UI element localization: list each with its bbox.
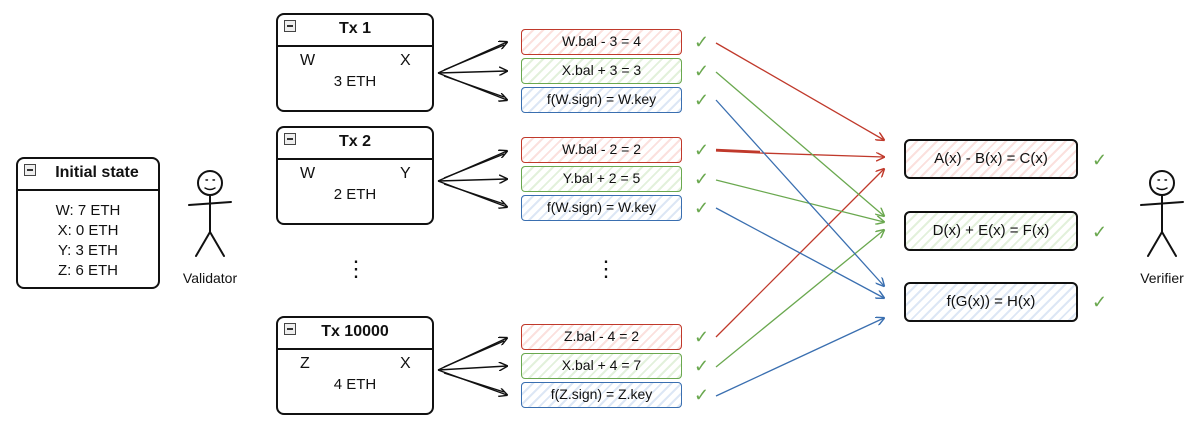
ellipsis-statements: ⋮: [595, 256, 617, 281]
initial-state-header: Initial state: [18, 159, 158, 191]
transaction-title: Tx 2: [338, 133, 371, 150]
initial-state-box: Initial state W: 7 ETH X: 0 ETH Y: 3 ETH…: [16, 157, 160, 289]
balance-row: X: 0 ETH: [57, 222, 119, 239]
check-icon: ✓: [694, 385, 710, 405]
red-aggregation-arrows: [715, 42, 884, 338]
amount-label: 2 ETH: [333, 186, 377, 203]
statement-debit: W.bal - 3 = 4: [521, 29, 682, 55]
tx2-fanout-arrows: [437, 151, 507, 207]
statement-debit: Z.bal - 4 = 2: [521, 324, 682, 350]
check-icon: ✓: [694, 90, 710, 110]
polynomial-constraint-green: D(x) + E(x) = F(x): [904, 211, 1078, 251]
check-icon: ✓: [694, 169, 710, 189]
statement-credit: X.bal + 3 = 3: [521, 58, 682, 84]
balance-row: Y: 3 ETH: [57, 242, 119, 259]
check-icon: ✓: [694, 198, 710, 218]
blue-aggregation-arrows: [715, 99, 884, 397]
statement-debit: W.bal - 2 = 2: [521, 137, 682, 163]
statement-signature: f(W.sign) = W.key: [521, 87, 682, 113]
transaction-header: Tx 1: [278, 15, 432, 47]
polynomial-constraint-red: A(x) - B(x) = C(x): [904, 139, 1078, 179]
recipient-label: X: [400, 355, 411, 372]
transaction-box-tx1: Tx 1 W X 3 ETH: [276, 13, 434, 112]
statement-signature: f(Z.sign) = Z.key: [521, 382, 682, 408]
balance-row: Z: 6 ETH: [57, 262, 118, 279]
check-icon: ✓: [1092, 150, 1108, 170]
initial-state-title: Initial state: [55, 164, 139, 181]
check-icon: ✓: [694, 32, 710, 52]
statement-credit: X.bal + 4 = 7: [521, 353, 682, 379]
transaction-header: Tx 10000: [278, 318, 432, 350]
validator-label: Validator: [182, 270, 238, 286]
statement-signature: f(W.sign) = W.key: [521, 195, 682, 221]
amount-label: 4 ETH: [333, 376, 377, 393]
collapse-icon[interactable]: [284, 20, 296, 32]
collapse-icon[interactable]: [284, 323, 296, 335]
check-icon: ✓: [694, 61, 710, 81]
sender-label: W: [300, 52, 316, 69]
tx3-fanout-arrows: [437, 338, 507, 395]
polynomial-constraint-blue: f(G(x)) = H(x): [904, 282, 1078, 322]
sender-label: W: [300, 165, 316, 182]
verifier-label: Verifier: [1140, 270, 1184, 286]
balance-row: W: 7 ETH: [55, 202, 121, 219]
verifier-figure-icon: [1140, 170, 1184, 257]
validator-figure-icon: [188, 170, 232, 257]
ellipsis-transactions: ⋮: [345, 256, 367, 281]
recipient-label: X: [400, 52, 411, 69]
check-icon: ✓: [1092, 292, 1108, 312]
tx1-fanout-arrows: [437, 42, 507, 100]
green-aggregation-arrows: [715, 71, 884, 368]
statement-credit: Y.bal + 2 = 5: [521, 166, 682, 192]
check-icon: ✓: [694, 327, 710, 347]
check-icon: ✓: [694, 356, 710, 376]
collapse-icon[interactable]: [24, 164, 36, 176]
check-icon: ✓: [694, 140, 710, 160]
transaction-box-tx2: Tx 2 W Y 2 ETH: [276, 126, 434, 225]
amount-label: 3 ETH: [333, 73, 377, 90]
transaction-title: Tx 10000: [321, 323, 389, 340]
transaction-box-tx10000: Tx 10000 Z X 4 ETH: [276, 316, 434, 415]
check-icon: ✓: [1092, 222, 1108, 242]
sender-label: Z: [300, 355, 310, 372]
collapse-icon[interactable]: [284, 133, 296, 145]
transaction-header: Tx 2: [278, 128, 432, 160]
recipient-label: Y: [400, 165, 411, 182]
transaction-title: Tx 1: [338, 20, 371, 37]
